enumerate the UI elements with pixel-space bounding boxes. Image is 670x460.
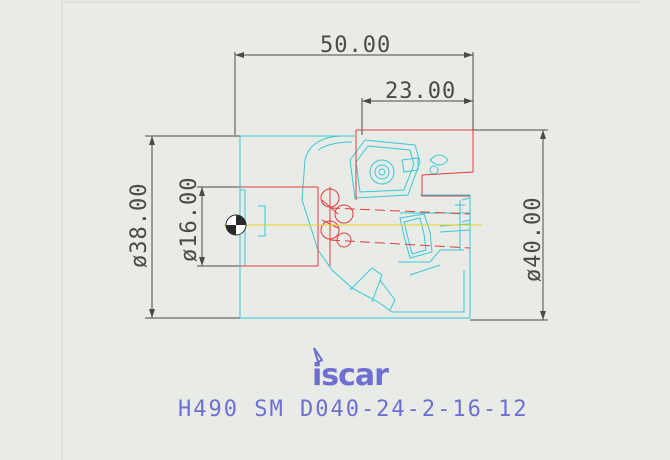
center-mark-icon [225, 214, 247, 236]
brand-logo-text: iscar [312, 358, 389, 393]
tool-body-outline [239, 135, 471, 319]
dim-diameter-outer: ø38.00 [127, 183, 152, 268]
iscar-logo-icon [313, 347, 324, 364]
dimension-arrows [149, 52, 546, 320]
dimension-lines [145, 52, 548, 321]
part-code-label: H490 SM D040-24-2-16-12 [178, 397, 529, 422]
insert-section-lines [240, 129, 474, 267]
dim-pocket-length: 23.00 [385, 79, 456, 104]
dim-overall-length: 50.00 [320, 33, 391, 58]
dim-diameter-bore: ø16.00 [177, 177, 202, 262]
dim-diameter-cutting: ø40.00 [521, 197, 546, 282]
